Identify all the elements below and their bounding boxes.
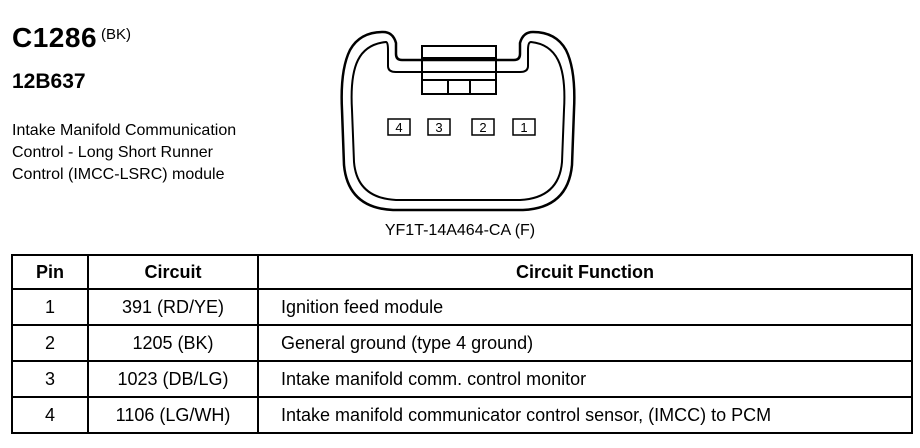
circuit-cell: 1023 (DB/LG) [87,360,259,398]
header-circuit-function: Circuit Function [257,254,913,290]
pin-label: 2 [479,120,486,135]
pin-cavity-3: 3 [427,118,451,136]
function-cell: Intake manifold comm. control monitor [257,360,913,398]
pin-label: 1 [520,120,527,135]
function-cell: Ignition feed module [257,288,913,326]
pin-cavity-4: 4 [387,118,411,136]
table-row: 4 1106 (LG/WH) Intake manifold communica… [11,396,913,434]
circuit-cell: 1205 (BK) [87,324,259,362]
function-cell: Intake manifold communicator control sen… [257,396,913,434]
connector-color-code: (BK) [101,26,132,43]
description-line: Intake Manifold Communication [12,122,237,139]
table-row: 1 391 (RD/YE) Ignition feed module [11,288,913,326]
pin-cell: 2 [11,324,89,362]
pin-label: 3 [435,120,442,135]
connector-part-label: YF1T-14A464-CA (F) [384,222,536,239]
component-description: Intake Manifold Communication Control - … [12,120,312,186]
connector-face-diagram: 4 3 2 1 [340,30,576,212]
table-header-row: Pin Circuit Circuit Function [11,254,913,290]
pin-cell: 3 [11,360,89,398]
header-pin: Pin [11,254,89,290]
circuit-cell: 391 (RD/YE) [87,288,259,326]
header-circuit: Circuit [87,254,259,290]
connector-inner-shell [350,40,566,201]
pin-cavity-2: 2 [471,118,495,136]
connector-id: C1286 [12,22,98,53]
connector-heading: C1286(BK) [12,22,131,54]
pin-cell: 4 [11,396,89,434]
locking-tab [421,45,497,95]
table-row: 3 1023 (DB/LG) Intake manifold comm. con… [11,360,913,398]
component-part-number: 12B637 [12,70,86,93]
description-line: Control - Long Short Runner [12,144,213,161]
circuit-cell: 1106 (LG/WH) [87,396,259,434]
description-line: Control (IMCC-LSRC) module [12,166,225,183]
function-cell: General ground (type 4 ground) [257,324,913,362]
pin-cavity-1: 1 [512,118,536,136]
pinout-table: Pin Circuit Circuit Function 1 391 (RD/Y… [11,254,913,434]
table-row: 2 1205 (BK) General ground (type 4 groun… [11,324,913,362]
connector-outer-shell [340,30,576,212]
pin-label: 4 [395,120,402,135]
pin-cell: 1 [11,288,89,326]
